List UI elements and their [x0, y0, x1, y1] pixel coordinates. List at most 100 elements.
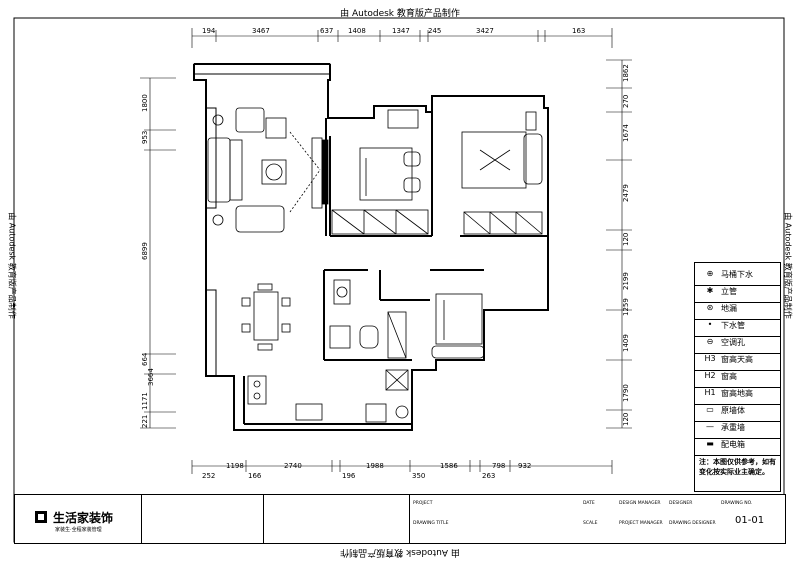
sheet-number: 01-01: [735, 515, 765, 526]
legend-label: 下水管: [721, 321, 745, 330]
window-h2-icon: H2: [704, 371, 716, 380]
legend-row: ⊛ 地漏: [695, 297, 780, 320]
date-label: DATE: [583, 501, 595, 506]
legend-label: 空调孔: [721, 338, 745, 347]
legend-label: 窗高地高: [721, 389, 753, 398]
dim-top-6: 3427: [476, 27, 494, 35]
dim-right-7: 1409: [622, 334, 630, 352]
dim-left-0: 1800: [141, 94, 149, 112]
legend-label: 承重墙: [721, 423, 745, 432]
legend-label: 地漏: [721, 304, 737, 313]
company-logo: 生活家装饰: [35, 509, 113, 526]
legend-label: 原墙体: [721, 406, 745, 415]
legend-row: ✱ 立管: [695, 280, 780, 303]
dim-right-9: 120: [622, 413, 630, 426]
dim-top-7: 163: [572, 27, 585, 35]
drawing-designer-label: DRAWING DESIGNER: [669, 521, 716, 526]
dim-right-0: 1862: [622, 64, 630, 82]
dim-top-3: 1408: [348, 27, 366, 35]
logo-icon: [35, 511, 47, 523]
dim-right-5: 2199: [622, 272, 630, 290]
ac-hole-icon: ⊖: [706, 337, 714, 346]
dining-table: [241, 283, 291, 351]
bedroom-3: [387, 293, 485, 359]
design-manager-label: DESIGN MANAGER: [619, 501, 661, 506]
legend-row: H2 窗高: [695, 365, 780, 388]
dim-left-2: 6899: [141, 242, 149, 260]
legend-label: 配电箱: [721, 440, 745, 449]
living-room-sofa: [207, 107, 329, 233]
toilet-drain-icon: ⊕: [706, 269, 714, 278]
stamp-cell: [141, 495, 264, 543]
drawing-title-label: DRAWING TITLE: [413, 521, 449, 526]
dimension-right: [606, 59, 632, 429]
dim-right-4: 120: [622, 233, 630, 246]
legend-label: 马桶下水: [721, 270, 753, 279]
dim-bottom-1: 1198: [226, 462, 244, 470]
company-subtitle: 家装生·全程家装管理: [55, 527, 102, 533]
dim-bottom-9: 798: [492, 462, 505, 470]
company-cell: 生活家装饰 家装生·全程家装管理: [15, 495, 142, 543]
dim-bottom-3: 2740: [284, 462, 302, 470]
bedroom-1: [331, 109, 429, 235]
dim-left-1: 953: [141, 131, 149, 144]
watermark-top: 由 Autodesk 教育版产品制作: [340, 9, 460, 19]
dimension-bottom: [191, 460, 613, 474]
bearing-wall-icon: —: [706, 422, 714, 431]
window-h1-icon: H1: [704, 388, 716, 397]
dim-right-1: 270: [622, 95, 630, 108]
project-manager-label: PROJECT MANAGER: [619, 521, 663, 526]
kitchen: [247, 369, 409, 423]
legend-row: H1 窗高地高: [695, 382, 780, 405]
dim-top-2: 637: [320, 27, 333, 35]
dimension-left: [140, 77, 176, 429]
master-bedroom: [461, 111, 543, 235]
revision-cell: [263, 495, 410, 543]
dim-bottom-10: 932: [518, 462, 531, 470]
legend-row: • 下水管: [695, 314, 780, 337]
dim-bottom-0: 252: [202, 472, 215, 480]
legend-label: 立管: [721, 287, 737, 296]
floor-drain-icon: ⊛: [706, 303, 714, 312]
dim-bottom-5: 1988: [366, 462, 384, 470]
designer-label: DESIGNER: [669, 501, 693, 506]
balcony: [193, 63, 331, 377]
walls: [193, 63, 549, 431]
dimension-top: [191, 28, 613, 48]
window-h3-icon: H3: [704, 354, 716, 363]
dim-bottom-7: 1586: [440, 462, 458, 470]
dim-right-2: 1674: [622, 124, 630, 142]
dim-top-1: 3467: [252, 27, 270, 35]
scale-label: SCALE: [583, 521, 598, 526]
dim-bottom-8: 263: [482, 472, 495, 480]
legend-label: 窗高天高: [721, 355, 753, 364]
dim-top-4: 1347: [392, 27, 410, 35]
dim-right-8: 1790: [622, 384, 630, 402]
dim-top-0: 194: [202, 27, 216, 35]
legend-note: 注：本图仅供参考，如有变化按实际业主确定。: [699, 458, 776, 476]
legend-row: — 承重墙: [695, 416, 780, 439]
dim-left-5: 1171: [141, 392, 149, 410]
distribution-box-icon: ▬: [706, 439, 714, 448]
dim-bottom-4: 196: [342, 472, 356, 480]
dim-bottom-6: 350: [412, 472, 425, 480]
legend-row: ▬ 配电箱: [695, 433, 780, 456]
legend: ⊕ 马桶下水 ✱ 立管 ⊛ 地漏 • 下水管 ⊖ 空调孔 H3 窗高天高 H2 …: [694, 262, 781, 492]
riser-pipe-icon: ✱: [706, 286, 714, 295]
dim-right-6: 1259: [622, 298, 630, 316]
legend-label: 窗高: [721, 372, 737, 381]
project-label: PROJECT: [413, 501, 433, 506]
bathroom: [329, 279, 379, 349]
legend-row: H3 窗高天高: [695, 348, 780, 371]
sheet-frame: [13, 17, 785, 543]
dim-left-6: 221: [141, 415, 149, 428]
dimension-labels: 194 3467 637 1408 1347 245 3427 163 252 …: [141, 27, 630, 480]
dim-left-4: 3664: [147, 368, 155, 386]
drain-pipe-icon: •: [707, 320, 713, 329]
original-wall-icon: ▭: [706, 405, 714, 414]
legend-row: ⊖ 空调孔: [695, 331, 780, 354]
dim-right-3: 2479: [622, 184, 630, 202]
legend-row: ▭ 原墙体: [695, 399, 780, 422]
